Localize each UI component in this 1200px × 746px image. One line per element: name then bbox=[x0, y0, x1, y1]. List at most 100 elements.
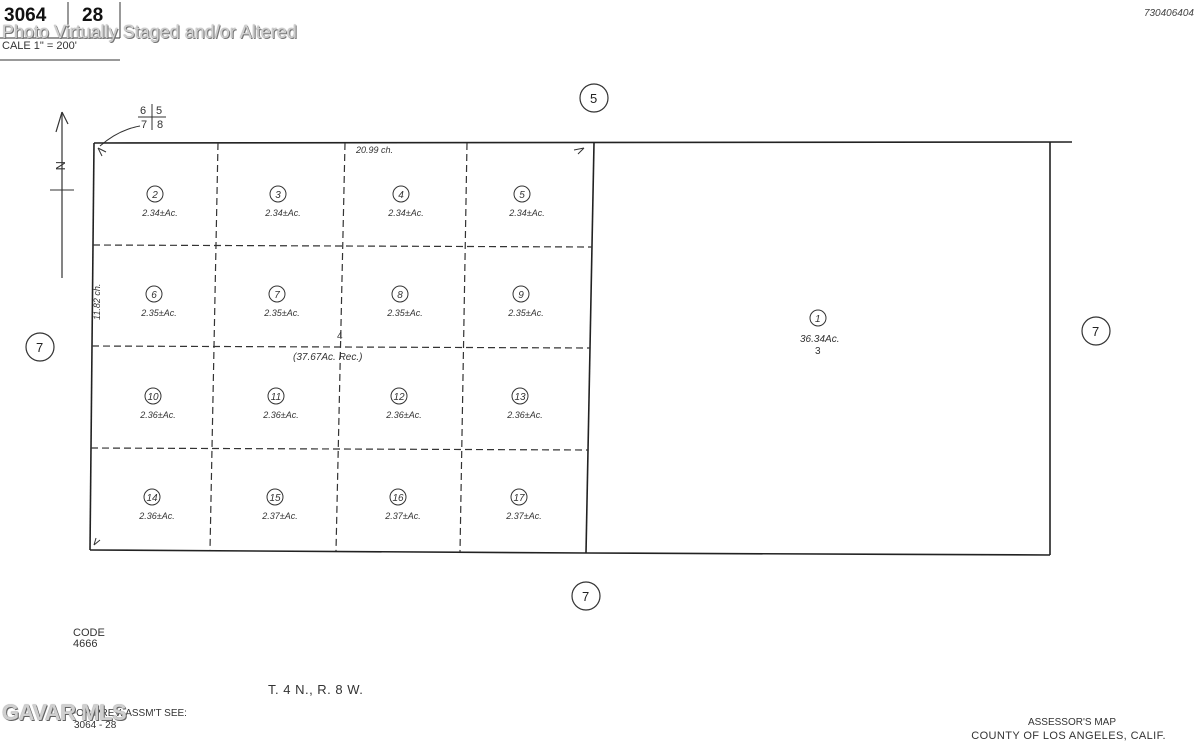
staging-watermark: Photo Virtually Staged and/or Altered bbox=[2, 22, 297, 42]
lot-number-circle bbox=[146, 185, 164, 203]
parcel-1[interactable]: 1 36.34Ac. 3 bbox=[800, 309, 839, 357]
top-chain-measure: 20.99 ch. bbox=[355, 145, 393, 155]
lot-parcel[interactable]: 9 2.35±Ac. bbox=[507, 285, 544, 318]
lot-parcel[interactable]: 4 2.34±Ac. bbox=[387, 185, 424, 218]
lot-parcel[interactable]: 3 2.34±Ac. bbox=[264, 185, 301, 218]
lot-area: 2.37±Ac. bbox=[384, 511, 420, 521]
lot-number: 12 bbox=[393, 392, 405, 403]
lot-number: 15 bbox=[269, 493, 281, 504]
adjacent-page-right[interactable]: 7 bbox=[1081, 316, 1111, 346]
lot-area: 2.36±Ac. bbox=[506, 410, 542, 420]
lot-number: 4 bbox=[398, 190, 404, 201]
lots-layer: 22.34±Ac.62.35±Ac.102.36±Ac.142.36±Ac.32… bbox=[138, 185, 545, 521]
lot-area: 2.35±Ac. bbox=[140, 308, 176, 318]
lot-number-circle bbox=[513, 185, 531, 203]
lot-number-circle bbox=[268, 285, 286, 303]
lot-area: 2.34±Ac. bbox=[387, 208, 423, 218]
lot-number-circle bbox=[145, 285, 163, 303]
code-value: 4666 bbox=[73, 638, 98, 650]
lot-number: 2 bbox=[151, 190, 158, 201]
county-title: COUNTY OF LOS ANGELES, CALIF. bbox=[971, 730, 1166, 742]
parcel-1-circle bbox=[809, 309, 827, 327]
previous-assessment-value: 3064 - 28 bbox=[74, 720, 117, 731]
adjacent-page-bottom[interactable]: 7 bbox=[571, 581, 601, 611]
lot-number: 11 bbox=[271, 392, 281, 403]
lot-number-circle bbox=[266, 488, 284, 506]
lot-number-circle bbox=[269, 185, 287, 203]
lot-number: 3 bbox=[275, 190, 281, 201]
previous-assessment-label: FOR PREV. ASSM'T SEE: bbox=[70, 708, 187, 719]
lot-parcel[interactable]: 82.35±Ac. bbox=[386, 285, 423, 318]
adjacent-page-left-label: 7 bbox=[36, 340, 43, 355]
parcel-1-sub: 3 bbox=[815, 346, 821, 357]
section-grid-cell: 8 bbox=[157, 119, 163, 131]
lot-parcel[interactable]: 16 2.37±Ac. bbox=[384, 488, 421, 521]
lot-parcel[interactable]: 11 2.36±Ac. bbox=[262, 387, 299, 420]
section-grid: 6 5 7 8 bbox=[99, 104, 166, 147]
lot-area: 2.35±Ac. bbox=[263, 308, 299, 318]
lot-parcel[interactable]: 5 2.34±Ac. bbox=[508, 185, 545, 218]
lot-parcel[interactable]: 6 2.35±Ac. bbox=[140, 285, 177, 318]
parcel-1-number: 1 bbox=[815, 314, 821, 325]
lot-parcel[interactable]: 142.36±Ac. bbox=[138, 488, 175, 521]
lot-parcel[interactable]: 10 2.36±Ac. bbox=[139, 387, 176, 420]
lot-number: 14 bbox=[146, 493, 158, 504]
map-book-number: 3064 bbox=[4, 5, 47, 26]
lot-parcel[interactable]: 17 2.37±Ac. bbox=[505, 488, 542, 521]
parcel-4-label: 4 bbox=[337, 331, 343, 342]
lot-number: 8 bbox=[397, 290, 403, 301]
assessor-map-title: ASSESSOR'S MAP bbox=[1027, 717, 1116, 728]
lot-parcel[interactable]: 12 2.36±Ac. bbox=[385, 387, 422, 420]
lot-number: 13 bbox=[514, 392, 526, 403]
lot-parcel[interactable]: 2 2.34±Ac. bbox=[141, 185, 178, 218]
lot-number-circle bbox=[267, 387, 285, 405]
lot-area: 2.36±Ac. bbox=[139, 410, 175, 420]
lot-area: 2.35±Ac. bbox=[507, 308, 543, 318]
lot-parcel[interactable]: 13 2.36±Ac. bbox=[506, 387, 543, 420]
lot-number-circle bbox=[390, 387, 408, 405]
lot-number-circle bbox=[391, 285, 409, 303]
lot-number: 5 bbox=[519, 190, 525, 201]
section-grid-cell: 6 bbox=[140, 105, 146, 117]
lot-number: 10 bbox=[147, 392, 159, 403]
map-page-number: 28 bbox=[82, 5, 104, 26]
lot-area: 2.36±Ac. bbox=[385, 410, 421, 420]
adjacent-page-bottom-label: 7 bbox=[582, 589, 589, 604]
township-range: T. 4 N., R. 8 W. bbox=[268, 682, 364, 697]
lot-number: 16 bbox=[392, 493, 404, 504]
lot-number-circle bbox=[392, 185, 410, 203]
parcel-4-area: (37.67Ac. Rec.) bbox=[293, 352, 362, 363]
lot-area: 2.34±Ac. bbox=[141, 208, 177, 218]
lot-number-circle bbox=[143, 488, 161, 506]
lot-parcel[interactable]: 15 2.37±Ac. bbox=[261, 488, 298, 521]
lot-number: 7 bbox=[274, 290, 280, 301]
lot-number: 6 bbox=[151, 290, 157, 301]
lot-number-circle bbox=[389, 488, 407, 506]
map-scale: CALE 1" = 200' bbox=[2, 40, 77, 52]
lot-area: 2.36±Ac. bbox=[262, 410, 298, 420]
section-grid-cell: 7 bbox=[141, 119, 147, 131]
lot-area: 2.34±Ac. bbox=[264, 208, 300, 218]
lot-area: 2.34±Ac. bbox=[508, 208, 544, 218]
mls-logo: GAVAR MLS bbox=[2, 700, 127, 725]
adjacent-page-top-label: 5 bbox=[590, 91, 597, 106]
lot-lines bbox=[90, 142, 593, 553]
adjacent-page-left[interactable]: 7 bbox=[25, 332, 55, 362]
lot-number-circle bbox=[511, 387, 529, 405]
north-label: N bbox=[53, 161, 68, 170]
lot-area: 2.37±Ac. bbox=[505, 511, 541, 521]
lot-number-circle bbox=[144, 387, 162, 405]
section-grid-cell: 5 bbox=[156, 105, 162, 117]
map-id: 730406404 bbox=[1143, 8, 1194, 19]
lot-number: 9 bbox=[518, 290, 524, 301]
lot-number: 17 bbox=[513, 493, 525, 504]
code-label: CODE bbox=[73, 627, 105, 639]
lot-number-circle bbox=[512, 285, 530, 303]
lot-parcel[interactable]: 7 2.35±Ac. bbox=[263, 285, 300, 318]
adjacent-page-top[interactable]: 5 bbox=[579, 83, 609, 113]
adjacent-page-right-label: 7 bbox=[1092, 324, 1099, 339]
dimension-arrows bbox=[93, 147, 585, 546]
north-arrow-icon: N bbox=[50, 111, 74, 278]
side-chain-measure: 11.82 ch. bbox=[92, 284, 102, 320]
lot-area: 2.37±Ac. bbox=[261, 511, 297, 521]
